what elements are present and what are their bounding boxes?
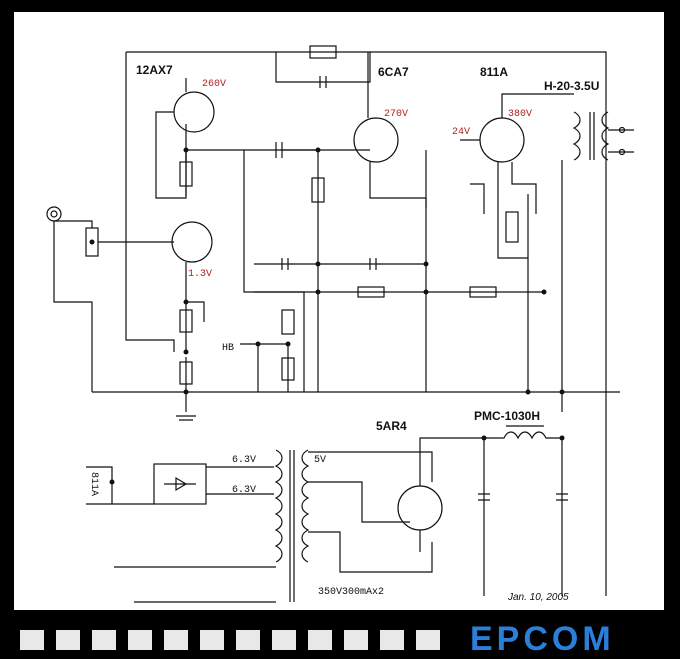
footer-block [308, 630, 332, 650]
voltage-24v: 24V [452, 127, 470, 138]
label-12ax7: 12AX7 [136, 63, 173, 77]
label-5ar4: 5AR4 [376, 419, 407, 433]
label-811a: 811A [480, 65, 508, 79]
voltage-260v: 260V [202, 79, 226, 90]
footer-block [236, 630, 260, 650]
footer-block [416, 630, 440, 650]
footer-block [56, 630, 80, 650]
label-output-transformer: H-20-3.5U [544, 79, 599, 93]
footer-block [344, 630, 368, 650]
tap-6-3v-b: 6.3V [232, 485, 256, 496]
drawing-date: Jan. 10, 2005 [507, 592, 569, 603]
tap-hv: 350V300mAx2 [318, 587, 384, 598]
footer-block [380, 630, 404, 650]
amplifier-schematic: 12AX7 6CA7 811A H-20-3.5U 5AR4 PMC-1030H… [46, 45, 634, 603]
label-hb: HB [222, 343, 234, 354]
footer-block [128, 630, 152, 650]
footer-block [200, 630, 224, 650]
schematic-sheet: 12AX7 6CA7 811A H-20-3.5U 5AR4 PMC-1030H… [14, 12, 664, 610]
footer-block [92, 630, 116, 650]
tap-6-3v-a: 6.3V [232, 455, 256, 466]
label-choke: PMC-1030H [474, 409, 540, 423]
label-811a-supply: 811A [88, 472, 99, 496]
tap-5v: 5V [314, 455, 326, 466]
voltage-380v: 380V [508, 109, 532, 120]
voltage-1-3v: 1.3V [188, 269, 212, 280]
watermark-logo: EPCOM [470, 620, 615, 658]
footer-bar: EPCOM [0, 612, 680, 659]
footer-block [272, 630, 296, 650]
footer-block [20, 630, 44, 650]
footer-block [164, 630, 188, 650]
wiring [46, 45, 634, 603]
label-6ca7: 6CA7 [378, 65, 409, 79]
voltage-270v: 270V [384, 109, 408, 120]
